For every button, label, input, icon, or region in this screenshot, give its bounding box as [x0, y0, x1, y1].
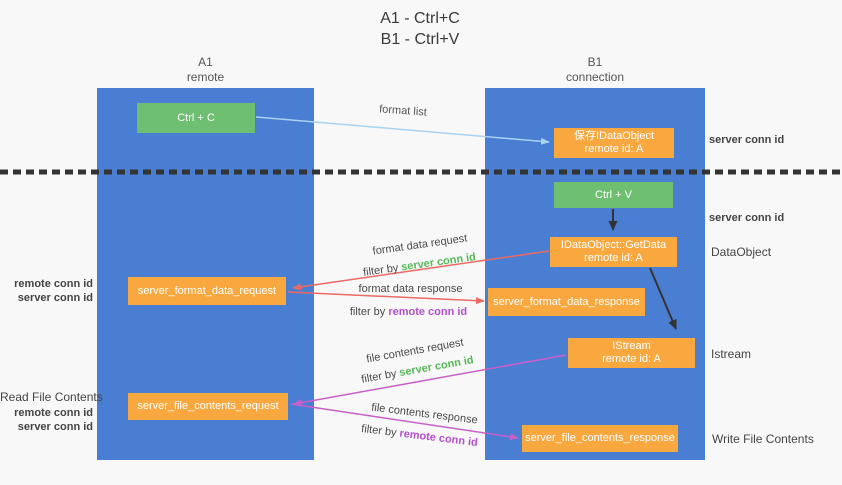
save-idataobject-line1: 保存IDataObject	[573, 130, 655, 142]
read-file-contents-annotation: Read File Contents	[0, 390, 103, 404]
column-b1-name: B1	[587, 55, 603, 69]
filter-by-text: filter by	[360, 422, 398, 440]
server-conn-id-text: server conn id	[400, 251, 477, 274]
column-header-b1: B1 connection	[485, 55, 705, 85]
write-file-contents-annotation: Write File Contents	[712, 432, 814, 446]
server-format-data-response-box: server_format_data_response	[488, 288, 645, 316]
idataobject-getdata-box: IDataObject::GetData remote id: A	[550, 237, 677, 267]
title-line-2: B1 - Ctrl+V	[380, 31, 460, 48]
dataobject-annotation: DataObject	[711, 245, 772, 259]
ctrl-c-label: Ctrl + C	[177, 111, 215, 124]
remote-conn-id-annotation-format: remote conn id	[14, 278, 93, 290]
istream-annotation: Istream	[711, 347, 752, 361]
server-conn-id-annotation-file: server conn id	[17, 421, 93, 433]
filter-by-text: filter by	[360, 367, 398, 386]
format-data-response-arrow-label: format data response	[358, 283, 463, 295]
istream-box: IStream remote id: A	[568, 338, 695, 368]
remote-conn-id-text: remote conn id	[398, 427, 479, 450]
format-request-label: server_format_data_request	[137, 284, 277, 297]
istream-line2: remote id: A	[602, 353, 661, 365]
ctrl-v-label: Ctrl + V	[595, 188, 632, 201]
getdata-line1: IDataObject::GetData	[560, 239, 667, 251]
remote-conn-id-annotation-file: remote conn id	[14, 407, 93, 419]
ctrl-c-box: Ctrl + C	[137, 103, 255, 133]
format-response-label: server_format_data_response	[493, 295, 640, 308]
server-file-contents-response-box: server_file_contents_response	[522, 425, 678, 452]
save-idataobject-box: 保存IDataObject remote id: A	[554, 128, 674, 158]
server-conn-id-annotation-format: server conn id	[17, 292, 93, 304]
format-list-arrow-label: format list	[378, 103, 428, 119]
column-header-a1: A1 remote	[97, 55, 314, 85]
filter-by-text: filter by	[349, 306, 386, 318]
title-line-1: A1 - Ctrl+C	[380, 10, 460, 27]
diagram-title: A1 - Ctrl+C B1 - Ctrl+V	[320, 8, 520, 50]
getdata-line2: remote id: A	[584, 252, 643, 264]
save-idataobject-line2: remote id: A	[584, 143, 644, 155]
column-b1-role: connection	[565, 70, 625, 84]
filter-by-text: filter by	[362, 262, 400, 279]
column-a1-name: A1	[198, 55, 213, 69]
file-contents-response-arrow-label: file contents response	[370, 401, 479, 427]
server-format-data-request-box: server_format_data_request	[128, 277, 286, 305]
server-conn-id-annotation-top: server conn id	[709, 134, 785, 146]
istream-line1: IStream	[612, 340, 651, 352]
file-response-label: server_file_contents_response	[525, 432, 675, 444]
column-a1-role: remote	[186, 70, 225, 84]
remote-conn-id-text: remote conn id	[388, 306, 468, 318]
server-file-contents-request-box: server_file_contents_request	[128, 393, 288, 420]
server-conn-id-annotation-ctrlv: server conn id	[709, 212, 785, 224]
ctrl-v-box: Ctrl + V	[554, 182, 673, 208]
file-request-label: server_file_contents_request	[137, 400, 279, 412]
